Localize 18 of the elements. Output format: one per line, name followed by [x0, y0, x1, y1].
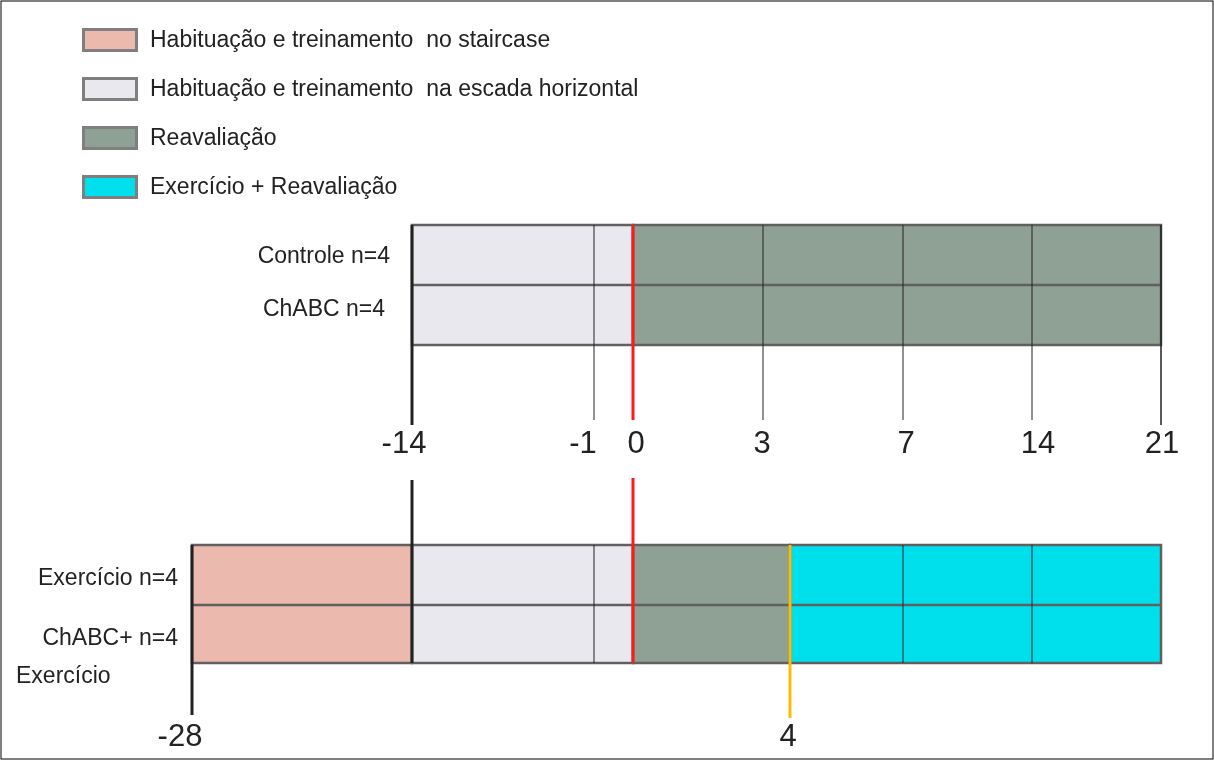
day-tick-label: 0: [627, 425, 645, 461]
group-label: ChABC n=4: [262, 295, 385, 322]
legend-text: Reavaliação: [150, 124, 277, 151]
day-tick-label: 4: [779, 718, 797, 754]
legend-text: Habituação e treinamento no staircase: [150, 26, 551, 53]
legend-text: Exercício + Reavaliação: [150, 173, 398, 200]
group-label: ChABC+ n=4: [42, 624, 178, 651]
day-tick-label: 7: [897, 425, 915, 461]
legend-text: Habituação e treinamento na escada horizontal: [150, 75, 639, 102]
group-label: Exercício: [16, 662, 111, 689]
day-tick-label: -28: [157, 718, 203, 754]
day-tick-label: 14: [1020, 425, 1056, 461]
day-tick-label: -1: [569, 425, 597, 461]
group-label: Controle n=4: [257, 242, 390, 269]
day-tick-label: 21: [1144, 425, 1180, 461]
group-label: Exercício n=4: [38, 564, 178, 591]
day-tick-label: -14: [381, 425, 427, 461]
day-tick-label: 3: [753, 425, 771, 461]
